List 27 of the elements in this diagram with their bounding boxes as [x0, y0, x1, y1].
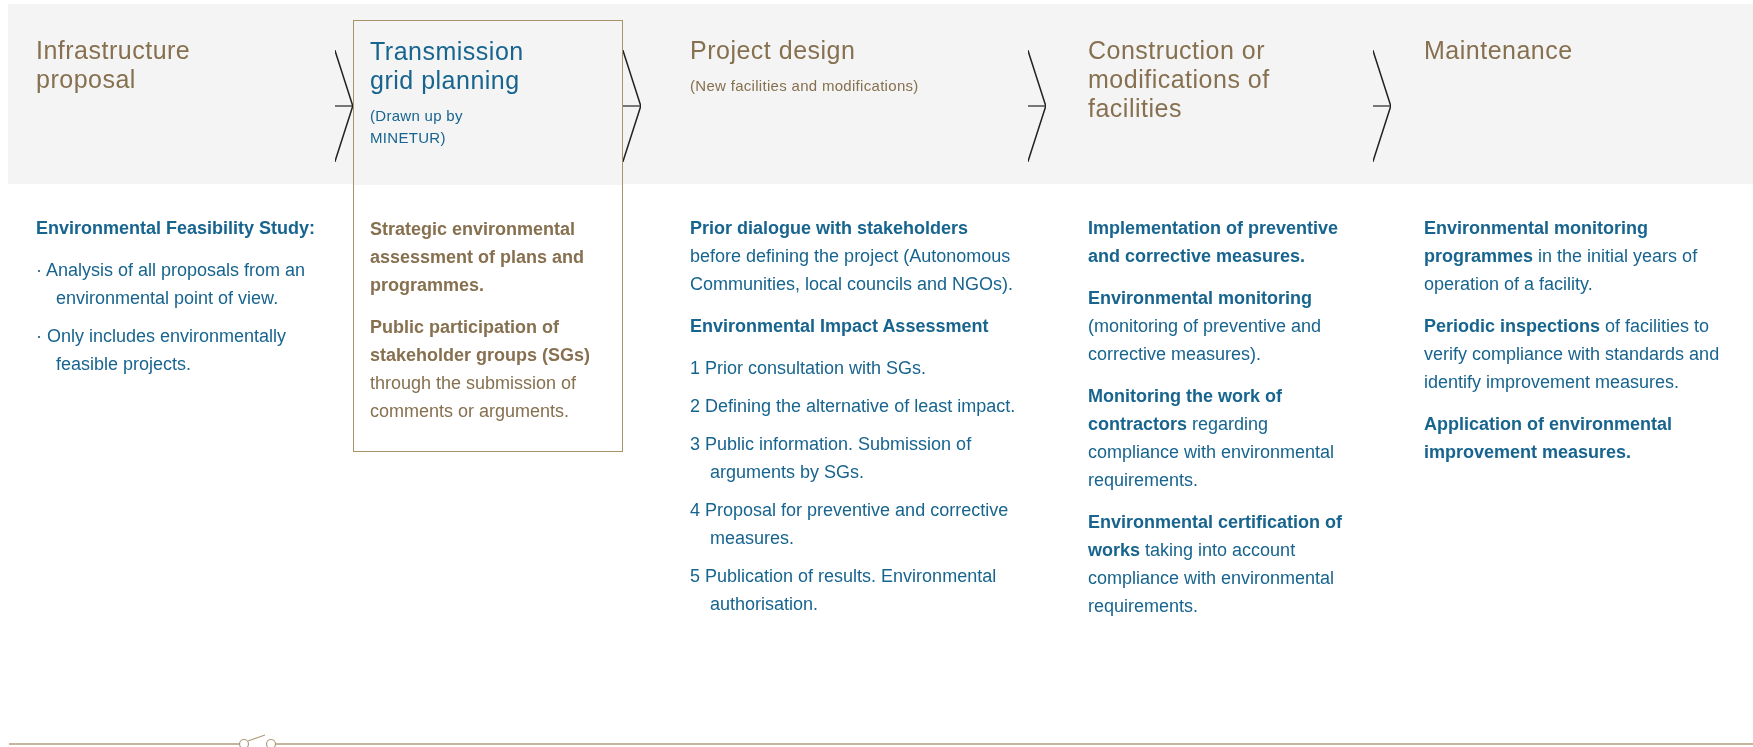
body-text: Environmental Impact Assessment	[690, 315, 990, 338]
stage-subtitle: (Drawn up by MINETUR)	[370, 106, 464, 148]
list-item: 5 Publication of results. Environmental authorisation.	[690, 565, 998, 616]
body-text: Periodic inspections of facilities to verify compliance with standards and identify improvement measures.	[1424, 315, 1721, 394]
body-text: Prior dialogue with stakeholders before defining the project (Autonomous Communities, local councils and NGOs).	[690, 217, 1015, 296]
stage-title: Construction or modifications of facilities	[1088, 36, 1271, 123]
body-text: Environmental monitoring programmes in the initial years of operation of a facility.	[1424, 217, 1699, 296]
body-text: Environmental monitoring (monitoring of preventive and corrective measures).	[1088, 287, 1323, 366]
list-item: 1 Prior consultation with SGs.	[690, 357, 928, 380]
list-item: · Only includes environmentally feasible projects.	[36, 325, 288, 376]
stage-subtitle: (New facilities and modifications)	[690, 76, 920, 96]
list-item: · Analysis of all proposals from an environmental point of view.	[36, 259, 307, 310]
stage-title: Maintenance	[1424, 36, 1574, 65]
body-text: Strategic environmental assessment of plans and programmes.	[370, 218, 586, 297]
stage-title: Infrastructure proposal	[36, 36, 192, 94]
body-text: Application of environmental improvement measures.	[1424, 413, 1674, 464]
list-item: 3 Public information. Submission of arguments by SGs.	[690, 433, 973, 484]
list-item: 4 Proposal for preventive and corrective measures.	[690, 499, 1010, 550]
body-text: Environmental Feasibility Study:	[36, 217, 317, 240]
list-item: 2 Defining the alternative of least impact.	[690, 395, 1016, 418]
stage-box	[353, 20, 623, 452]
stage-title: Project design	[690, 36, 857, 65]
body-text: Public participation of stakeholder groups (SGs) through the submission of comments or arguments.	[370, 316, 592, 423]
stage-title: Transmission grid planning	[370, 37, 525, 95]
body-text: Implementation of preventive and corrective measures.	[1088, 217, 1340, 268]
body-text: Environmental certification of works taking into account compliance with environmental requirements.	[1088, 511, 1344, 618]
body-text: Monitoring the work of contractors regarding compliance with environmental requirements.	[1088, 385, 1336, 492]
